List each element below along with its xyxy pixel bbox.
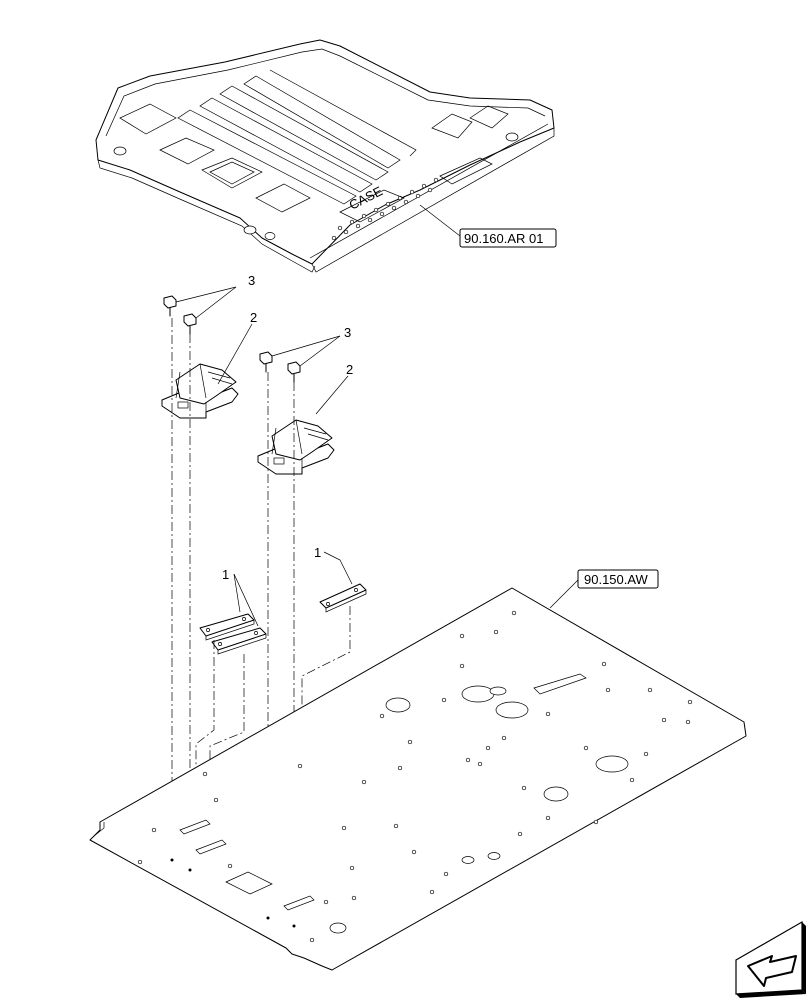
- spacer-left-upper: [199, 613, 255, 641]
- plate-holes: [137, 610, 693, 943]
- floor-plate: [89, 587, 747, 971]
- mat-reference-link[interactable]: 90.160.AR 01: [459, 228, 557, 248]
- bolt-left-1: [163, 295, 177, 317]
- callout-bolts-right: 3: [344, 325, 351, 340]
- callout-spacer-right: 1: [314, 545, 321, 560]
- spacer-left-lower: [211, 627, 267, 655]
- callout-bracket-right: 2: [346, 362, 353, 377]
- bolt-right-2: [287, 361, 301, 383]
- plate-mount-pins: [170, 858, 296, 928]
- bracket-right: [257, 419, 335, 475]
- svg-text:90.150.AW: 90.150.AW: [584, 572, 649, 587]
- callout-bracket-left: 2: [250, 310, 257, 325]
- callout-spacer-left: 1: [222, 567, 229, 582]
- next-page-arrow-icon[interactable]: [735, 920, 806, 998]
- spacer-right: [319, 583, 367, 613]
- callout-bolts-left: 3: [248, 273, 255, 288]
- bolt-right-1: [259, 351, 273, 373]
- plate-reference-link[interactable]: 90.150.AW: [577, 569, 659, 589]
- floor-mat: CASE: [95, 39, 555, 273]
- bracket-left: [161, 363, 239, 419]
- svg-text:90.160.AR 01: 90.160.AR 01: [464, 231, 544, 246]
- bolt-left-2: [183, 313, 197, 335]
